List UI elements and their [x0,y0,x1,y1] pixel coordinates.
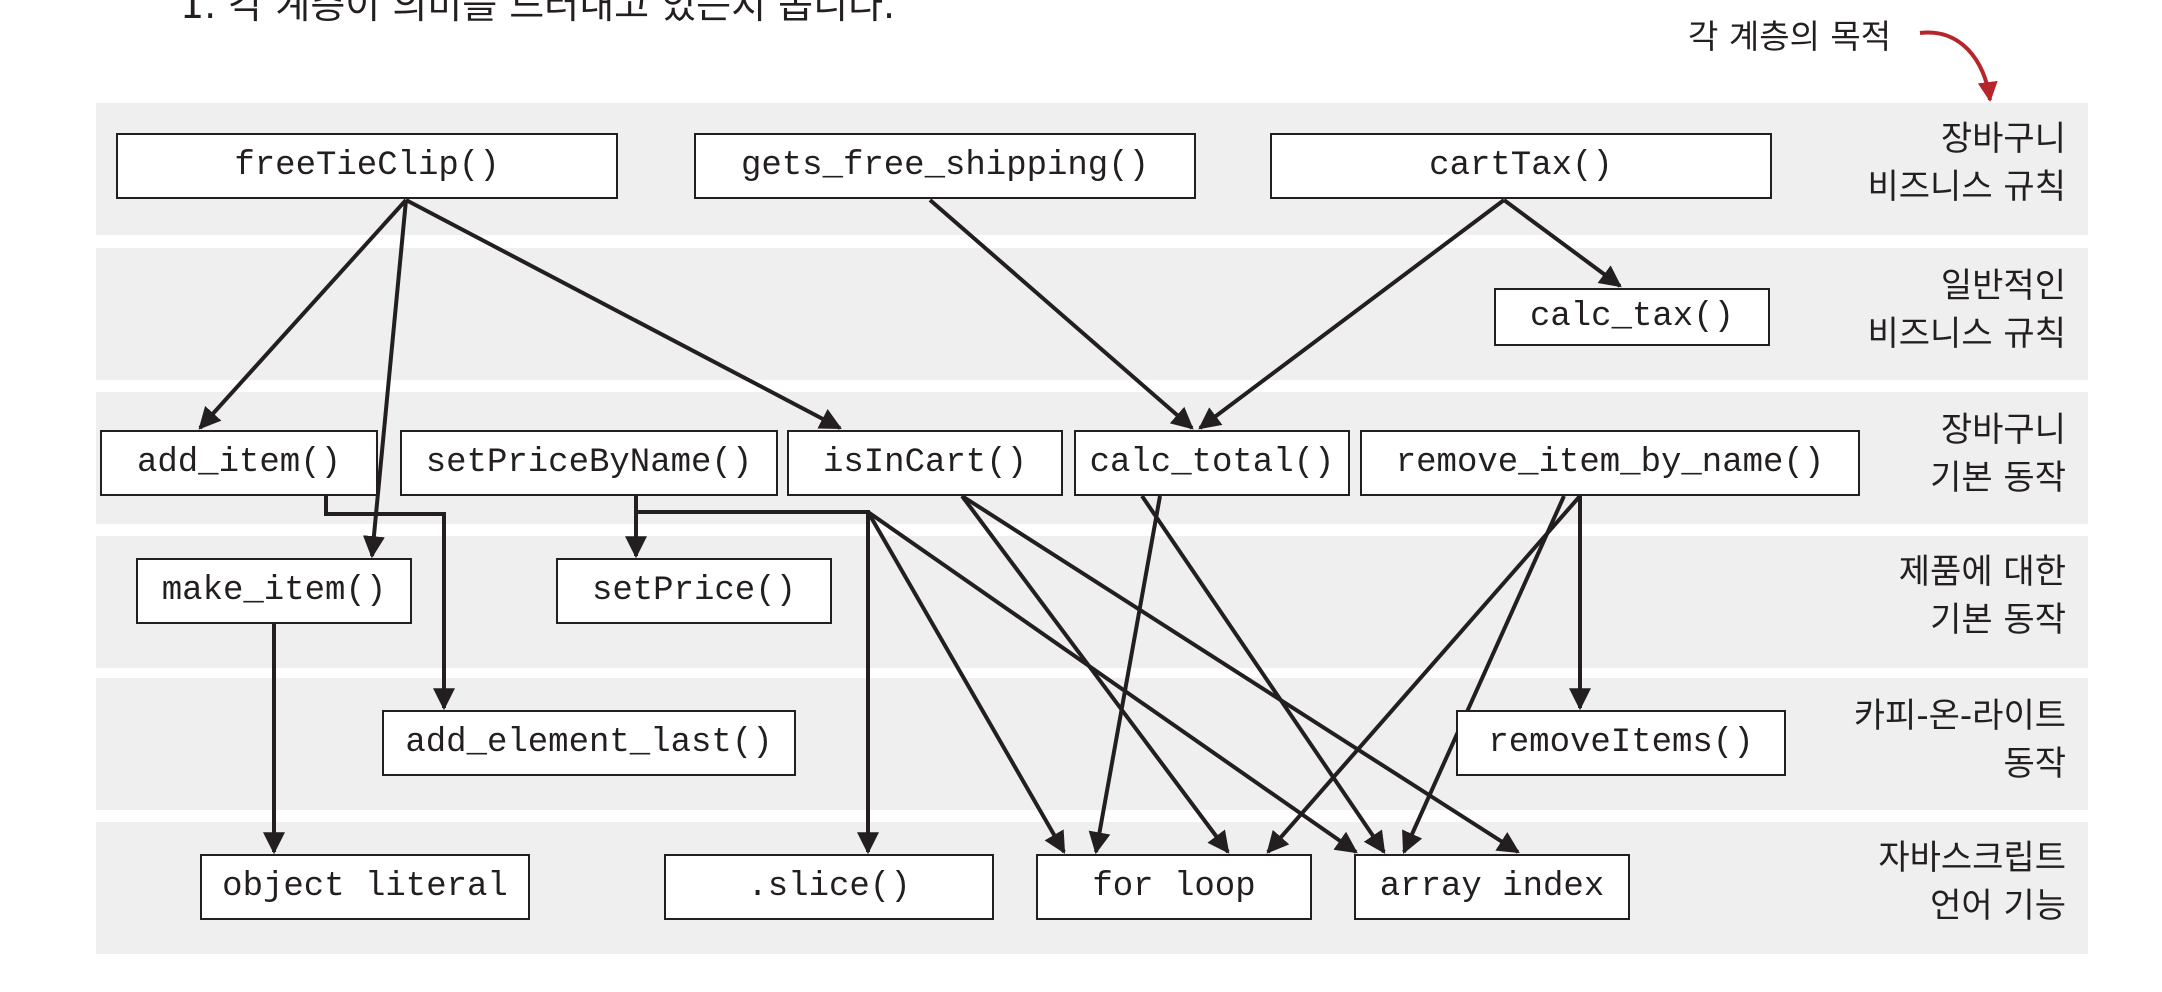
call-arrow-freeTieClip-to-make_item [362,199,408,559]
fn-calc-tax: calc_tax() [1494,288,1770,346]
call-arrow-cartTax-to-calc_tax [1502,198,1622,288]
fn-add-element-last: add_element_last() [382,710,796,776]
fn-freeTieClip: freeTieClip() [116,133,618,199]
call-arrow-setPriceByName-to-slice [634,496,879,855]
call-arrow-freeTieClip-to-add_item [198,198,408,430]
layer-label-cart-ops: 장바구니 기본 동작 [1930,410,2066,498]
fn-gets-free-shipping: gets_free_shipping() [694,133,1196,199]
layer-label-general-rules: 일반적인 비즈니스 규칙 [1867,266,2067,354]
fn-cartTax: cartTax() [1270,133,1772,199]
fn-setPrice: setPrice() [556,558,832,624]
call-arrow-freeTieClip-to-isInCart [405,198,842,430]
call-arrow-gets_free_shipping-to-calc_total [928,198,1194,430]
call-arrow-isInCart-to-array_index [960,494,1520,854]
instruction-text: 1. 각 계층이 의미를 드러내고 있는지 봅니다. [180,0,896,27]
call-arrow-setPriceByName-to-array_index [866,510,1358,854]
js-array-index: array index [1354,854,1630,920]
layer-label-cow-ops: 카피-온-라이트 동작 [1853,696,2066,784]
call-arrow-remove_item_by_name-to-for_loop [1266,494,1582,854]
call-arrow-setPriceByName-to-for_loop [866,511,1066,854]
layer-label-item-ops: 제품에 대한 기본 동작 [1898,552,2066,640]
call-arrow-calc_total-to-array_index [1140,494,1386,854]
fn-removeItems: removeItems() [1456,710,1786,776]
js-slice: .slice() [664,854,994,920]
fn-calc-total: calc_total() [1074,430,1350,496]
layer-label-cart-rules: 장바구니 비즈니스 규칙 [1867,119,2067,207]
layer-purpose-label: 각 계층의 목적 [1688,17,1892,56]
layer-label-js-features: 자바스크립트 언어 기능 [1878,838,2066,926]
layer-band-item-ops [96,536,2088,668]
call-arrow-calc_total-to-for_loop [1088,495,1162,855]
call-arrow-isInCart-to-for_loop [960,494,1230,854]
js-object-literal: object literal [200,854,530,920]
call-arrow-add_item-to-add_element_last [324,496,455,711]
call-arrow-remove_item_by_name-to-array_index [1402,495,1566,855]
fn-add-item: add_item() [100,430,378,496]
call-arrow-cartTax-to-calc_total [1198,198,1506,430]
fn-isInCart: isInCart() [787,430,1063,496]
purpose-pointer-arrow [1919,30,1998,102]
fn-make-item: make_item() [136,558,412,624]
fn-setPriceByName: setPriceByName() [400,430,778,496]
fn-remove-item-by-name: remove_item_by_name() [1360,430,1860,496]
js-for-loop: for loop [1036,854,1312,920]
